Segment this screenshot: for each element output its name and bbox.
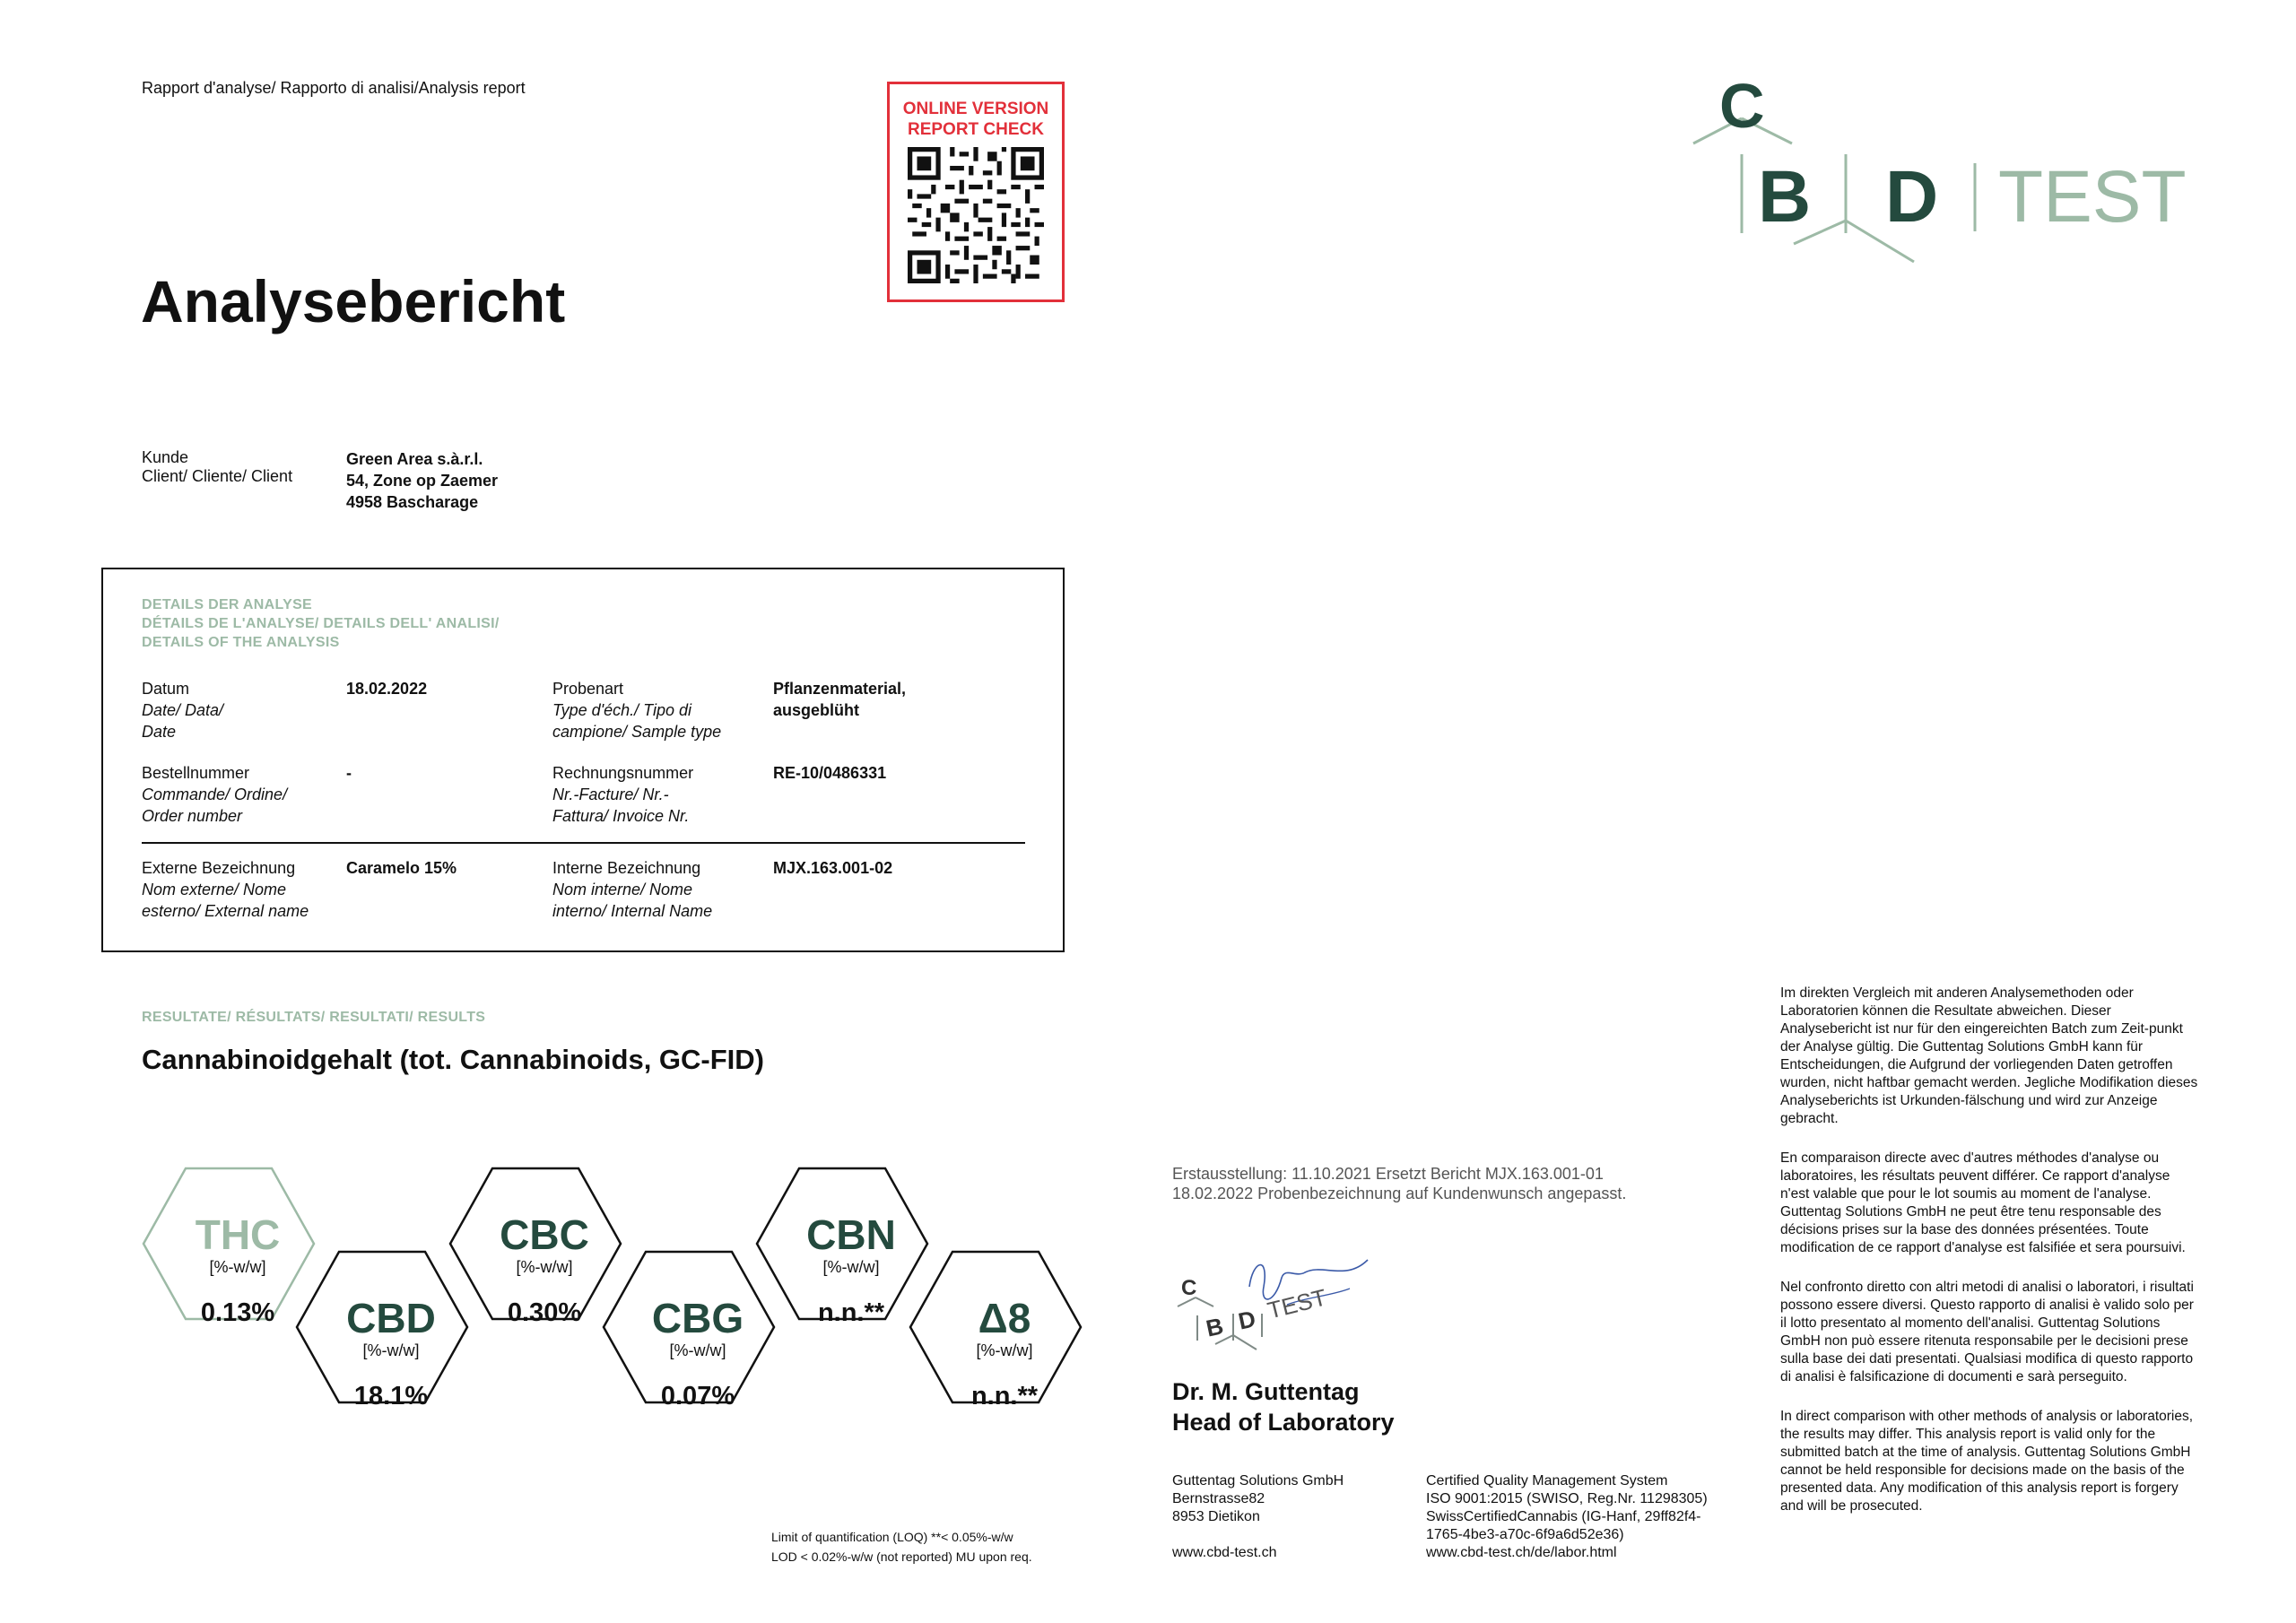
cbc-value: 0.30% [507,1298,582,1327]
invoice-number-value: RE-10/0486331 [773,764,887,782]
stamp-letter-c: C [1181,1276,1197,1300]
client-name: Green Area s.à.r.l. [346,450,483,468]
loq-note: Limit of quantification (LOQ) **< 0.05%-… [771,1530,1032,1564]
disclaimer-en: In direct comparison with other methods … [1780,1409,2194,1514]
hex-cbg [602,1250,776,1404]
results-heading: RESULTATE/ RÉSULTATS/ RESULTATI/ RESULTS [142,1010,486,1025]
signature-stamp: C B D TEST [1170,1251,1386,1358]
report-type: Rapport d'analyse/ Rapporto di analisi/A… [142,79,526,97]
order-number-value: - [346,764,352,782]
hex-thc [142,1167,316,1321]
company-website-link[interactable]: www.cbd-test.ch [1172,1545,1277,1560]
logo-letter-d: D [1885,156,1939,238]
cbn-label: CBN [806,1211,896,1258]
signatory-name: Dr. M. Guttentag [1172,1378,1360,1405]
internal-name-value: MJX.163.001-02 [773,859,893,877]
details-heading: DETAILS DER ANALYSE DÉTAILS DE L'ANALYSE… [142,597,500,650]
delta8-value: n.n.** [970,1382,1039,1410]
date-value: 18.02.2022 [346,680,428,698]
cbn-value: n.n.** [817,1298,885,1327]
hexagon-grid [142,1167,1083,1404]
cbd-test-logo: C B D TEST [1686,71,2188,271]
signatory: Dr. M. Guttentag Head of Laboratory [1172,1376,1395,1437]
disclaimers: Im direkten Vergleich mit anderen Analys… [1780,985,2202,1537]
invoice-number-label: Rechnungsnummer Nr.-Facture/ Nr.- Fattur… [552,764,694,825]
cbc-unit: [%-w/w] [516,1258,573,1276]
hex-cbn [755,1167,929,1321]
disclaimer-it: Nel confronto diretto con altri metodi d… [1780,1280,2194,1384]
client-street: 54, Zone op Zaemer [346,472,499,490]
date-label: Datum Date/ Data/ Date [142,680,224,741]
analysis-details-box [101,568,1065,952]
results-title: Cannabinoidgehalt (tot. Cannabinoids, GC… [142,1044,765,1075]
online-check-title: ONLINE VERSION REPORT CHECK [902,100,1049,139]
external-name-label: Externe Bezeichnung Nom externe/ Nome es… [142,859,309,920]
details-divider [142,842,1025,844]
disclaimer-fr: En comparaison directe avec d'autres mét… [1780,1150,2186,1255]
external-name-value: Caramelo 15% [346,859,457,877]
cbc-label: CBC [500,1211,589,1258]
thc-label: THC [195,1211,281,1258]
signature-icon [1177,1259,1369,1350]
cbd-value: 18.1% [353,1382,429,1410]
logo-word-test: TEST [1998,156,2187,238]
cbg-unit: [%-w/w] [669,1341,726,1359]
issue-note: Erstausstellung: 11.10.2021 Ersetzt Beri… [1172,1165,1627,1202]
client-label: Kunde Client/ Cliente/ Client [142,448,293,485]
delta8-unit: [%-w/w] [976,1341,1033,1359]
company-address: Guttentag Solutions GmbH Bernstrasse82 8… [1172,1473,1344,1560]
client-city: 4958 Bascharage [346,493,479,511]
cbg-value: 0.07% [660,1382,735,1410]
hex-cbc [448,1167,622,1321]
thc-unit: [%-w/w] [209,1258,266,1276]
hex-delta8 [909,1250,1083,1404]
qr-code-icon[interactable] [908,147,1044,283]
signatory-role: Head of Laboratory [1172,1409,1395,1436]
certification-info: Certified Quality Management System ISO … [1426,1473,1708,1560]
order-number-label: Bestellnummer Commande/ Ordine/ Order nu… [142,764,288,825]
online-report-check[interactable]: ONLINE VERSION REPORT CHECK [887,82,1065,302]
disclaimer-de: Im direkten Vergleich mit anderen Analys… [1780,985,2198,1126]
logo-letter-b: B [1758,156,1812,238]
cbd-label: CBD [346,1295,436,1341]
cbn-unit: [%-w/w] [822,1258,880,1276]
internal-name-label: Interne Bezeichnung Nom interne/ Nome in… [552,859,713,920]
delta8-label: Δ8 [978,1295,1031,1341]
cbd-unit: [%-w/w] [362,1341,420,1359]
thc-value: 0.13% [200,1298,275,1327]
page-title: Analysebericht [141,268,566,334]
client-address: Green Area s.à.r.l. 54, Zone op Zaemer 4… [346,448,498,513]
logo-letter-c: C [1719,71,1765,141]
sample-type-label: Probenart Type d'éch./ Tipo di campione/… [552,680,722,741]
hex-cbd [295,1250,469,1404]
certification-link[interactable]: www.cbd-test.ch/de/labor.html [1426,1545,1617,1560]
cbg-label: CBG [651,1295,744,1341]
sample-type-value: Pflanzenmaterial, ausgeblüht [773,680,907,719]
